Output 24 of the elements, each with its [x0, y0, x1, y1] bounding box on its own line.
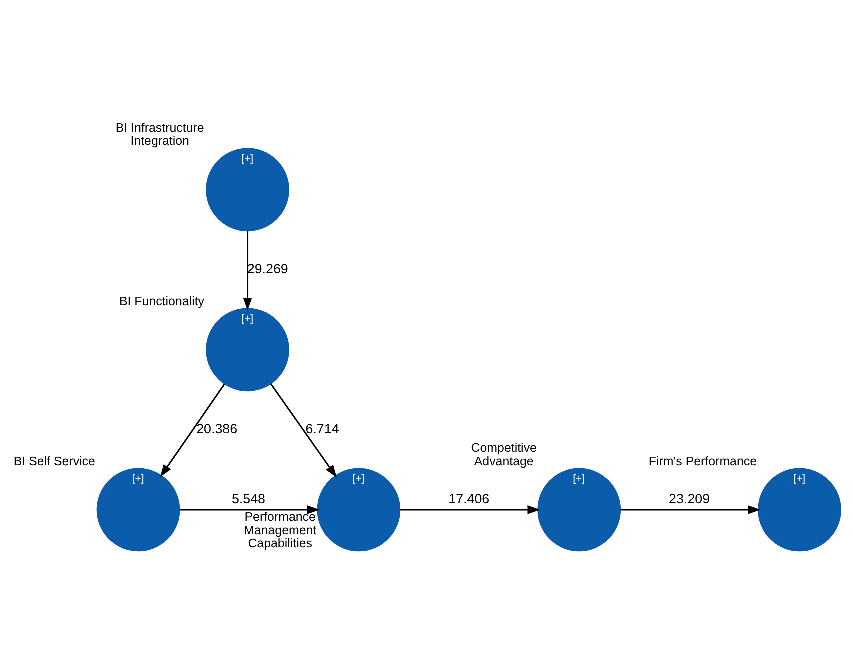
- arrow: [400, 505, 540, 514]
- node-circle: [+]: [758, 468, 842, 552]
- node-circle: [+]: [96, 468, 180, 552]
- node-circle: [+]: [206, 148, 290, 232]
- node-label: Firm's Performance: [648, 454, 758, 468]
- arrow: [243, 230, 252, 310]
- arrow: [620, 505, 761, 514]
- node-label: BI Self Service: [14, 454, 96, 468]
- node-label: Competitive Advantage: [471, 440, 537, 468]
- arrow: [160, 383, 226, 477]
- node-label: BI Functionality: [119, 294, 205, 308]
- edge-label: 29.269: [247, 260, 288, 276]
- node-label: Performance Management Capabilities: [244, 509, 317, 550]
- arrow: [270, 383, 337, 478]
- edge-label: 20.386: [196, 420, 238, 436]
- node-circle: [+]: [538, 468, 622, 552]
- edge-label: 17.406: [448, 490, 490, 506]
- edge-label: 6.714: [306, 420, 340, 436]
- node-circle: [+]: [317, 468, 401, 552]
- node-label: BI Infrastructure Integration: [116, 120, 204, 148]
- arrow: [180, 505, 320, 514]
- edge-label: 5.548: [232, 490, 266, 506]
- node-circle: [+]: [206, 308, 290, 392]
- edge-label: 23.209: [669, 490, 710, 506]
